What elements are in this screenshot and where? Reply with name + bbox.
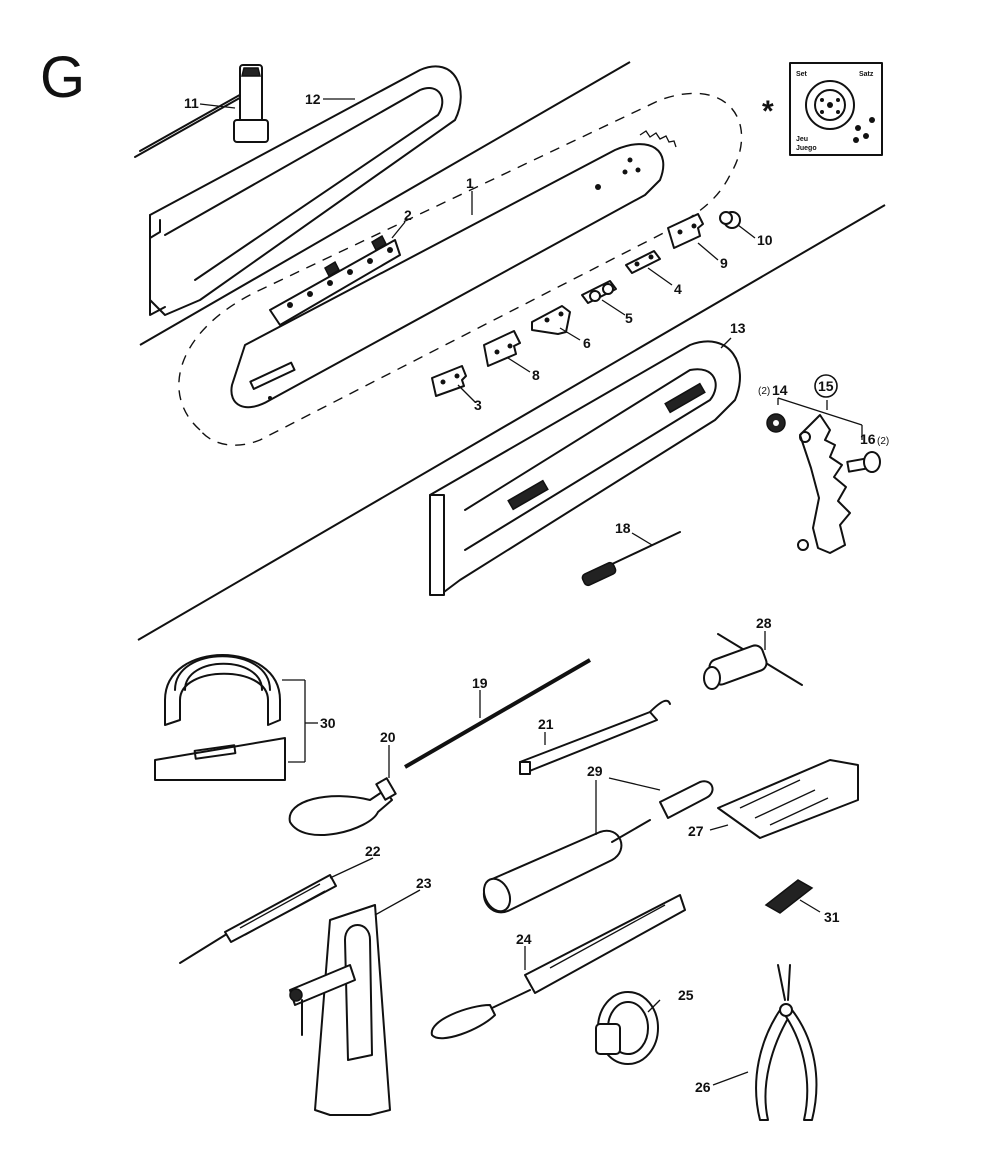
callout-18: 18 xyxy=(615,520,631,536)
callout-16: 16 xyxy=(860,431,876,447)
part-11-combination-wrench xyxy=(134,64,269,158)
part-24-file-holder xyxy=(430,894,686,1040)
part-30-bar-clamp-set xyxy=(154,654,286,781)
callout-23: 23 xyxy=(416,875,432,891)
callout-6: 6 xyxy=(583,335,591,351)
part-20-file-handle xyxy=(288,777,397,837)
part-18-screwdriver xyxy=(581,531,681,587)
part-3-cutter-link-left xyxy=(431,365,467,397)
callout-9: 9 xyxy=(720,255,728,271)
set-label-fr: Jeu xyxy=(796,136,808,143)
callout-22: 22 xyxy=(365,843,381,859)
part-10-rivet xyxy=(719,211,741,229)
callout-15-circle xyxy=(814,374,838,398)
part-26-circlip-pliers xyxy=(755,964,818,1121)
part-16-screw xyxy=(846,451,881,473)
callout-5: 5 xyxy=(625,310,633,326)
set-marker: * xyxy=(762,95,774,128)
callout-24: 24 xyxy=(516,931,532,947)
part-28-plug-wrench xyxy=(703,633,803,690)
part-4-tie-strap xyxy=(625,250,661,274)
section-letter: G xyxy=(40,45,85,110)
part-6-drive-link xyxy=(531,305,571,335)
part-1-guide-bar xyxy=(230,130,677,409)
callout-4: 4 xyxy=(674,281,682,297)
divider-line-top xyxy=(139,61,631,346)
part-22-file xyxy=(179,874,337,964)
part-19-flat-file xyxy=(403,658,592,769)
part-8-cutter-link-right xyxy=(483,330,521,367)
callout-27: 27 xyxy=(688,823,704,839)
callout-29: 29 xyxy=(587,763,603,779)
part-15-bark-spike xyxy=(797,414,851,554)
set-label-en: Set xyxy=(796,71,808,78)
callout-14-qty: (2) xyxy=(758,386,770,397)
callout-21: 21 xyxy=(538,716,554,732)
callout-14: 14 xyxy=(772,382,788,398)
callout-8: 8 xyxy=(532,367,540,383)
callout-26: 26 xyxy=(695,1079,711,1095)
callout-30: 30 xyxy=(320,715,336,731)
part-12-bar-guard xyxy=(149,65,462,316)
callout-31: 31 xyxy=(824,909,840,925)
callout-12: 12 xyxy=(305,91,321,107)
callout-1: 1 xyxy=(466,175,474,191)
callout-labels: 11 12 1 2 3 4 5 6 8 9 10 13 (2) 14 15 16… xyxy=(184,91,889,1095)
set-label-de: Satz xyxy=(859,71,874,78)
part-31-small-wedge xyxy=(764,879,814,914)
part-9-cutter-link xyxy=(667,213,704,249)
callout-16-qty: (2) xyxy=(877,436,889,447)
chain-loop-outline xyxy=(178,92,743,446)
callout-2: 2 xyxy=(404,207,412,223)
part-23-chain-breaker xyxy=(289,904,391,1116)
part-21-depth-gauge xyxy=(519,699,671,775)
callout-13: 13 xyxy=(730,320,746,336)
callout-25: 25 xyxy=(678,987,694,1003)
callout-28: 28 xyxy=(756,615,772,631)
callout-20: 20 xyxy=(380,729,396,745)
part-29-grease-gun xyxy=(482,780,714,914)
bracket-15-top xyxy=(777,397,863,426)
callout-11: 11 xyxy=(184,95,199,111)
part-5-rivet-tie-strap xyxy=(581,280,617,304)
part-25-clutch-tool xyxy=(595,991,659,1065)
sprocket-set-box: Set Satz Jeu Juego xyxy=(789,62,883,156)
set-label-es: Juego xyxy=(796,145,817,152)
callout-3: 3 xyxy=(474,397,482,413)
divider-line-middle xyxy=(137,204,886,641)
callout-19: 19 xyxy=(472,675,488,691)
callout-10: 10 xyxy=(757,232,773,248)
callout-15: 15 xyxy=(818,378,834,394)
part-13-bar-cover xyxy=(429,340,741,596)
leader-lines xyxy=(199,98,863,1086)
part-2-saw-chain xyxy=(269,234,401,326)
part-14-nut xyxy=(766,413,786,433)
part-27-felling-wedge xyxy=(717,759,859,839)
